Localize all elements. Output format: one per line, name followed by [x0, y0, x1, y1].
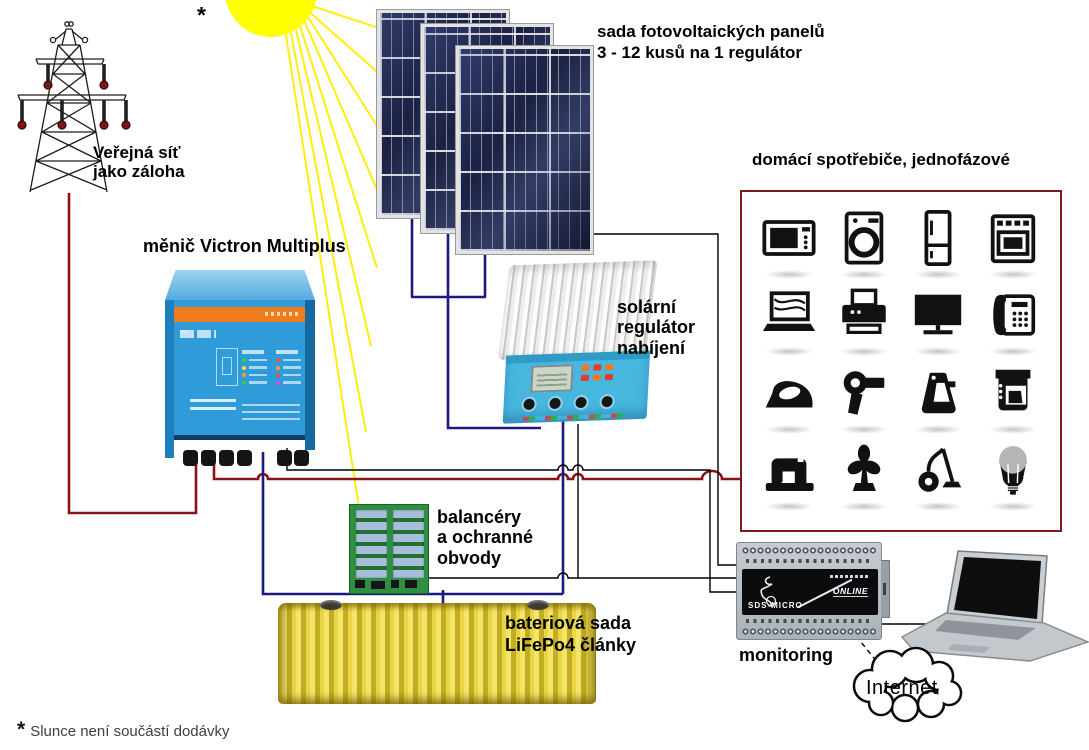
- electric-stove-icon: [981, 209, 1045, 281]
- footnote-asterisk: *: [17, 718, 26, 741]
- charger-led-column: [242, 350, 274, 388]
- appliances-box: [740, 190, 1062, 532]
- telephone-icon: [981, 286, 1045, 358]
- battery-terminal: [527, 600, 549, 610]
- sewing-machine-icon: [757, 441, 821, 513]
- vacuum-cleaner-icon: [906, 441, 970, 513]
- balancer-pcb: [349, 504, 429, 594]
- inverter-led-column: [276, 350, 308, 388]
- sun-icon: [225, 0, 317, 37]
- refrigerator-icon: [906, 209, 970, 281]
- internet-cloud-icon: [852, 646, 963, 723]
- regulator-terminal: [549, 397, 561, 410]
- footnote-text: Slunce není součástí dodávky: [30, 723, 230, 740]
- iron-icon: [757, 364, 821, 436]
- dashed-wire-monitoring-to-internet: [855, 635, 883, 669]
- label-grid-backup: Veřejná síť jako záloha: [93, 143, 185, 182]
- fan-icon: [832, 441, 896, 513]
- dc-wire-panels-to-regulator: [410, 216, 541, 430]
- monitoring-model: SDS-MICRO: [748, 601, 803, 610]
- label-appliances: domácí spotřebiče, jednofázové: [752, 150, 1010, 169]
- signal-wire-inverter-to-monitoring: [286, 448, 739, 593]
- appliance-grid: [742, 192, 1060, 530]
- cable-gland: [183, 450, 198, 466]
- cable-gland: [219, 450, 234, 466]
- regulator-terminal: [523, 398, 535, 411]
- regulator-lcd: [530, 364, 574, 393]
- label-monitoring: monitoring: [739, 645, 833, 665]
- label-battery: bateriová sada LiFePo4 články: [505, 613, 637, 655]
- cable-gland: [294, 450, 309, 466]
- laptop-icon: [900, 550, 1089, 662]
- monitoring-label-panel: ONLINE SDS-MICRO: [742, 569, 878, 615]
- inverter-orange-stripe: [174, 307, 305, 322]
- label-internet: Internet: [866, 677, 938, 699]
- regulator-body: [502, 350, 651, 424]
- dc-wire-battery-bus: [261, 420, 565, 596]
- regulator-terminal: [575, 396, 587, 409]
- led-bulb-icon: [981, 441, 1045, 513]
- steam-cleaner-icon: [906, 364, 970, 436]
- label-solar-regulator: solární regulátor nabíjení: [617, 297, 696, 358]
- tv-icon: [906, 286, 970, 358]
- notebook-icon: [757, 286, 821, 358]
- monitoring-brand: ONLINE: [832, 586, 868, 597]
- washing-machine-icon: [832, 209, 896, 281]
- hair-dryer-icon: [832, 364, 896, 436]
- label-balancers: balancéry a ochranné obvody: [437, 507, 534, 568]
- signal-wire-regulator-balancer-to-monitoring: [428, 424, 739, 579]
- sun-rays: [285, 1, 394, 522]
- ac-wire-grid-to-inverter: [67, 193, 198, 515]
- label-inverter: měnič Victron Multiplus: [143, 236, 346, 256]
- coffee-maker-icon: [981, 364, 1045, 436]
- cable-gland: [237, 450, 252, 466]
- victron-logo: [180, 330, 216, 338]
- inverter-lid: [165, 270, 315, 300]
- power-pylon-icon: [17, 21, 131, 193]
- inverter-victron-multiplus: [165, 270, 315, 466]
- printer-icon: [832, 286, 896, 358]
- regulator-terminal: [601, 395, 613, 408]
- inverter-front-panel: [174, 300, 305, 440]
- cable-gland: [201, 450, 216, 466]
- cable-gland: [277, 450, 292, 466]
- sds-logo-icon: [760, 576, 777, 608]
- footnote: * Slunce není součástí dodávky: [17, 719, 229, 740]
- microwave-icon: [757, 209, 821, 281]
- battery-terminal: [320, 600, 342, 610]
- label-pv-panels: sada fotovoltaických panelů 3 - 12 kusů …: [597, 22, 825, 63]
- solar-panel-3: [456, 46, 593, 254]
- lifepo4-battery-pack: [278, 600, 596, 704]
- monitoring-module: ONLINE SDS-MICRO: [736, 542, 890, 640]
- signal-wire-panel-to-monitoring: [593, 233, 739, 566]
- sun-asterisk: *: [197, 2, 206, 28]
